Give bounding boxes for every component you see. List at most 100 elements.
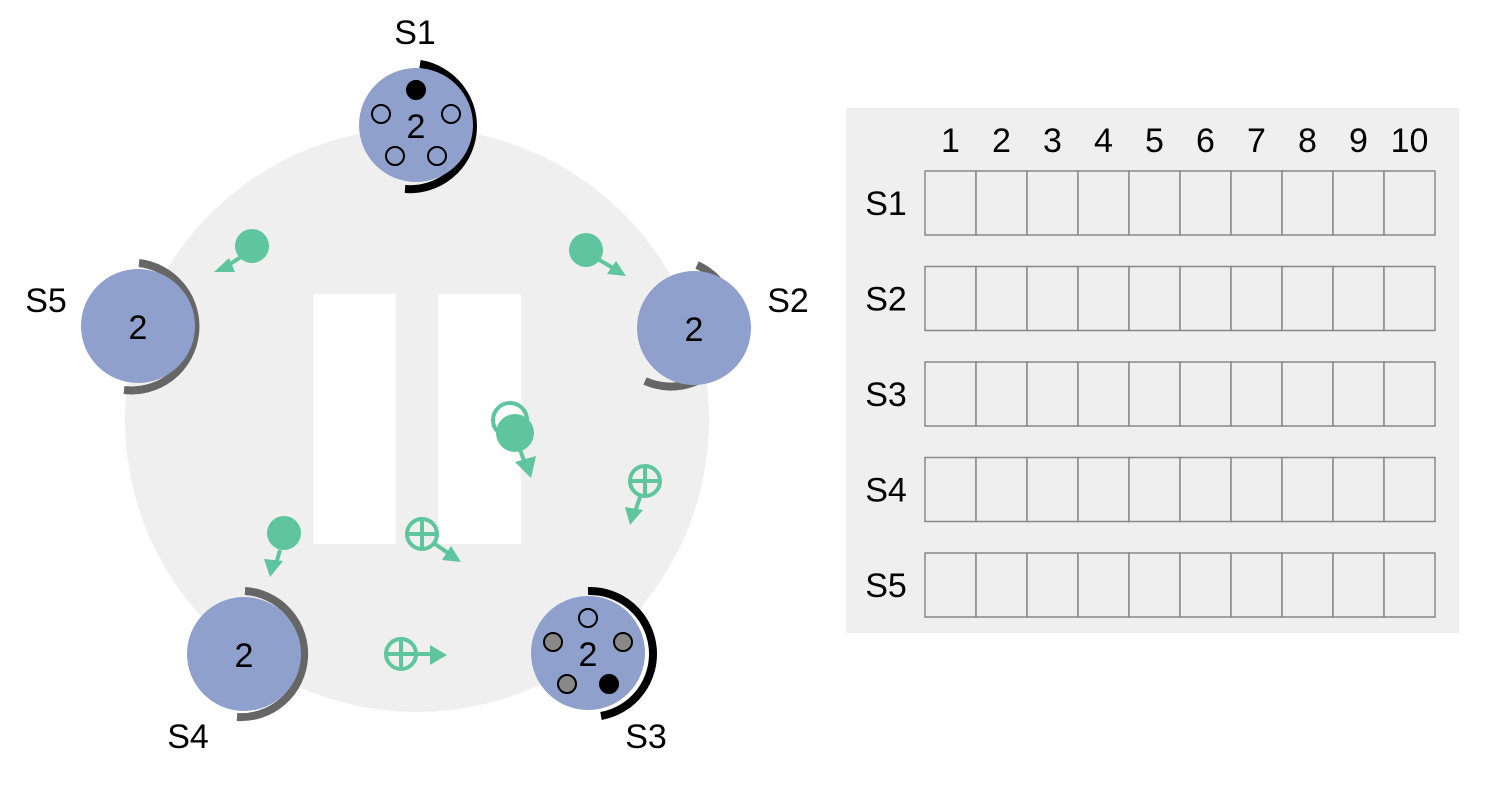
log-entry-cell[interactable] xyxy=(1128,170,1181,236)
server-term: 2 xyxy=(685,311,704,349)
log-entry-cell[interactable] xyxy=(1026,361,1079,427)
log-entry-cell[interactable] xyxy=(1179,456,1232,523)
log-entry-cell[interactable] xyxy=(975,170,1028,236)
log-entry-cell[interactable] xyxy=(1332,552,1385,618)
election-timer-arc xyxy=(236,587,309,722)
log-entry-cell[interactable] xyxy=(1230,170,1283,236)
vote-indicators xyxy=(371,80,461,166)
log-entry-cell[interactable] xyxy=(1179,265,1232,332)
log-entry-cell[interactable] xyxy=(1179,552,1232,618)
log-entry-cell[interactable] xyxy=(1383,552,1436,618)
log-entry-cell[interactable] xyxy=(1230,456,1283,523)
log-entry-cell[interactable] xyxy=(1077,552,1130,618)
server-s1[interactable]: 2 S1 xyxy=(359,14,477,194)
log-column-header: 5 xyxy=(1145,122,1164,160)
log-entry-cell[interactable] xyxy=(975,552,1028,618)
log-entry-cell[interactable] xyxy=(924,456,977,523)
log-entry-cell[interactable] xyxy=(924,552,977,618)
log-column-header: 10 xyxy=(1391,122,1429,160)
vote-granted-message-s2-s3[interactable] xyxy=(625,464,662,525)
vote-indicators xyxy=(543,608,633,694)
request-vote-message-s1-s5[interactable] xyxy=(214,229,269,272)
log-entry-cell[interactable] xyxy=(1332,361,1385,427)
log-column-header: 2 xyxy=(992,122,1011,160)
log-entry-cell[interactable] xyxy=(1026,265,1079,332)
log-entry-cell[interactable] xyxy=(1332,265,1385,332)
log-row-s3: S3 xyxy=(865,361,1436,427)
request-vote-message-s1-s2[interactable] xyxy=(569,233,626,276)
log-entry-cell[interactable] xyxy=(1332,170,1385,236)
pause-icon[interactable] xyxy=(313,294,521,544)
log-column-header: 8 xyxy=(1298,122,1317,160)
log-entry-cell[interactable] xyxy=(1179,170,1232,236)
log-row-label: S3 xyxy=(865,376,907,414)
log-entry-cell[interactable] xyxy=(1077,361,1130,427)
log-row-label: S1 xyxy=(865,185,907,223)
log-entry-cell[interactable] xyxy=(1026,170,1079,236)
server-term: 2 xyxy=(235,637,254,675)
log-entry-cell[interactable] xyxy=(1128,265,1181,332)
log-row-label: S4 xyxy=(865,472,907,510)
log-row-label: S5 xyxy=(865,567,907,605)
log-entry-cell[interactable] xyxy=(975,265,1028,332)
log-entry-cell[interactable] xyxy=(1383,265,1436,332)
log-entry-cell[interactable] xyxy=(924,265,977,332)
log-entry-cell[interactable] xyxy=(1077,170,1130,236)
log-entry-cell[interactable] xyxy=(975,456,1028,523)
log-entry-cell[interactable] xyxy=(1077,456,1130,523)
vote-granted-message-s4-s3[interactable] xyxy=(384,637,447,671)
log-entry-cell[interactable] xyxy=(1281,456,1334,523)
log-entry-cell[interactable] xyxy=(1179,361,1232,427)
log-entry-cell[interactable] xyxy=(1281,552,1334,618)
log-entry-cell[interactable] xyxy=(1026,552,1079,618)
log-row-s4: S4 xyxy=(865,456,1436,523)
log-column-header: 3 xyxy=(1043,122,1062,160)
log-entry-cell[interactable] xyxy=(1383,170,1436,236)
log-row-s1: S1 xyxy=(865,170,1436,236)
log-entry-cell[interactable] xyxy=(1026,456,1079,523)
log-column-header: 6 xyxy=(1196,122,1215,160)
server-label: S5 xyxy=(25,282,67,320)
log-entry-cell[interactable] xyxy=(1383,361,1436,427)
log-row-s5: S5 xyxy=(865,552,1436,618)
vote-granted-message-s5-s3[interactable] xyxy=(405,517,461,562)
log-entry-cell[interactable] xyxy=(1383,456,1436,523)
server-s2[interactable]: 2 S2 xyxy=(637,261,809,391)
log-column-header: 1 xyxy=(941,122,960,160)
request-vote-message-s1-s3[interactable] xyxy=(491,401,536,478)
server-label: S3 xyxy=(625,718,667,756)
server-term: 2 xyxy=(129,309,148,347)
log-entry-cell[interactable] xyxy=(1230,361,1283,427)
server-label: S1 xyxy=(394,14,436,52)
log-column-header: 7 xyxy=(1247,122,1266,160)
log-row-label: S2 xyxy=(865,281,907,319)
server-term: 2 xyxy=(407,108,426,146)
log-column-header: 9 xyxy=(1349,122,1368,160)
log-entry-cell[interactable] xyxy=(1128,456,1181,523)
log-entry-cell[interactable] xyxy=(924,170,977,236)
log-entry-cell[interactable] xyxy=(1281,170,1334,236)
log-entry-cell[interactable] xyxy=(924,361,977,427)
election-timer-arc xyxy=(587,586,657,720)
log-entry-cell[interactable] xyxy=(1230,552,1283,618)
log-row-s2: S2 xyxy=(865,265,1436,332)
server-s5[interactable]: 2 S5 xyxy=(25,259,200,395)
server-label: S2 xyxy=(767,282,809,320)
log-column-header: 4 xyxy=(1094,122,1113,160)
server-s3[interactable]: 2 S3 xyxy=(531,586,667,756)
request-vote-message-s3-s4[interactable] xyxy=(264,516,301,577)
log-entry-cell[interactable] xyxy=(1128,552,1181,618)
log-entry-cell[interactable] xyxy=(1281,265,1334,332)
log-entry-cell[interactable] xyxy=(975,361,1028,427)
log-entry-cell[interactable] xyxy=(1230,265,1283,332)
log-entry-cell[interactable] xyxy=(1332,456,1385,523)
server-s4[interactable]: 2 S4 xyxy=(167,587,309,756)
log-entry-cell[interactable] xyxy=(1281,361,1334,427)
log-entry-cell[interactable] xyxy=(1128,361,1181,427)
log-entry-cell[interactable] xyxy=(1077,265,1130,332)
election-timer-arc xyxy=(404,60,477,194)
